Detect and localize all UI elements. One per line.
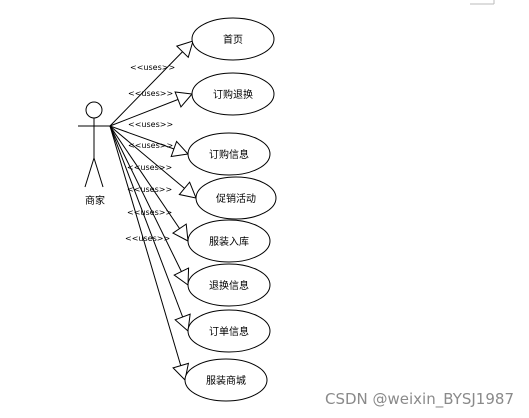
use-case: 订购退换 <box>191 72 275 116</box>
use-case-ellipse <box>187 309 271 353</box>
actor-left-leg <box>84 157 95 188</box>
relationship-labels: <<uses>> <<uses>> <<uses>> <<uses>> <<uses>>… <box>125 63 175 243</box>
association-line <box>109 125 189 242</box>
uses-label: <<uses>> <box>127 185 172 194</box>
arrowhead-icon <box>172 362 190 382</box>
use-case-label: 服装入库 <box>209 235 249 248</box>
use-case: 订单信息 <box>187 309 271 353</box>
use-case: 退换信息 <box>187 263 271 307</box>
use-case-label: 订购信息 <box>209 148 249 161</box>
uses-label: <<uses>> <box>128 141 173 150</box>
use-case: 订购信息 <box>187 132 271 176</box>
use-case: 首页 <box>191 17 275 61</box>
arrowhead-icon <box>174 91 193 108</box>
use-case-label: 服装商城 <box>206 374 246 387</box>
uses-label: <<uses>> <box>127 163 172 172</box>
arrowhead-icon <box>174 313 191 332</box>
actor-right-leg <box>93 157 104 188</box>
use-case: 服装商城 <box>184 358 268 402</box>
arrowhead-icon <box>175 40 194 59</box>
uses-label: <<uses>> <box>125 234 170 243</box>
association-line <box>109 40 194 127</box>
use-case-ellipse <box>187 263 271 307</box>
use-case-ellipse <box>191 17 275 61</box>
association-line <box>109 125 189 286</box>
use-case-ellipse <box>195 176 277 220</box>
uses-label: <<uses>> <box>130 63 175 72</box>
use-case-label: 促销活动 <box>216 192 256 205</box>
uses-label: <<uses>> <box>128 89 173 98</box>
use-case: 服装入库 <box>187 219 271 263</box>
use-case-ellipse <box>191 72 275 116</box>
association-line <box>109 125 189 332</box>
uses-label: <<uses>> <box>127 208 172 217</box>
actor-name: 商家 <box>85 194 105 207</box>
arrowhead-icon <box>171 223 189 242</box>
uses-label: <<uses>> <box>128 120 173 129</box>
use-case-ellipse <box>184 358 268 402</box>
use-case-label: 退换信息 <box>209 279 249 292</box>
use-case-label: 订购退换 <box>213 88 253 101</box>
arrowhead-icon <box>178 181 197 199</box>
use-case-ellipse <box>187 132 271 176</box>
watermark-text: CSDN @weixin_BYSJ1987 <box>325 390 514 409</box>
use-case: 促销活动 <box>195 176 277 220</box>
actor-merchant: 商家 <box>78 101 110 207</box>
use-case-label: 订单信息 <box>209 325 249 338</box>
use-case-label: 首页 <box>223 33 243 46</box>
association-line <box>109 125 186 381</box>
actor-head <box>85 101 103 119</box>
associations <box>109 40 197 382</box>
arrowhead-icon <box>170 140 190 158</box>
use-case-ellipse <box>187 219 271 263</box>
corner-mark <box>470 0 495 5</box>
association-line <box>109 125 197 199</box>
arrowhead-icon <box>173 267 190 286</box>
